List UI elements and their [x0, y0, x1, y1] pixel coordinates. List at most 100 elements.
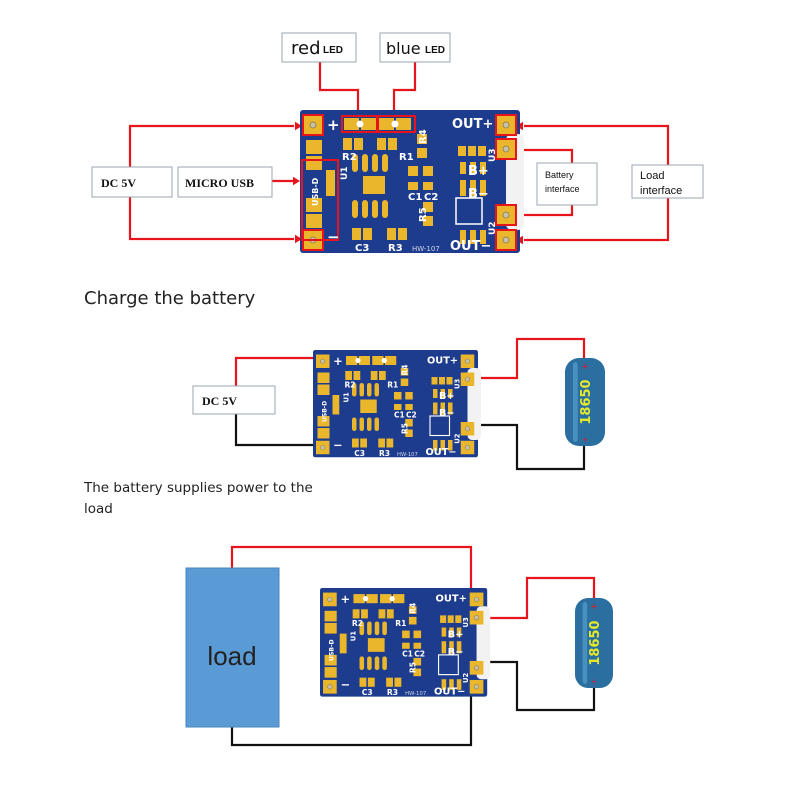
battery-plus-mark: + [582, 361, 588, 373]
label-b-plus: B+ [439, 391, 455, 402]
led-dot [389, 595, 395, 602]
smd-pad [423, 182, 433, 190]
label-usb: USB-D [329, 639, 336, 661]
dc-5v-box [91, 166, 173, 198]
smd-pad [361, 609, 368, 619]
smd-pad [441, 679, 447, 690]
smd-pad [352, 438, 359, 448]
red-led-suffix: LED [323, 45, 343, 56]
ic-lead [352, 417, 357, 431]
led-dot [391, 120, 399, 128]
ic-lead [352, 200, 358, 218]
smd-pad [405, 429, 413, 437]
led-dot [381, 357, 387, 364]
pad-hole [473, 665, 480, 671]
smd-pad [480, 162, 486, 174]
pad-hole [464, 358, 471, 364]
label-b-minus: B− [448, 647, 464, 658]
pad-hole [473, 684, 480, 690]
smd-pad [413, 642, 422, 649]
smd-pad [387, 228, 396, 240]
led-pad [379, 118, 394, 130]
label-r5: R5 [409, 662, 418, 673]
label-u1: U1 [350, 631, 358, 642]
pad-hole [464, 376, 471, 382]
battery-interface-line1: Battery [545, 170, 574, 180]
led-pad [358, 356, 370, 365]
ic-lead [382, 154, 388, 172]
micro-usb-box [177, 166, 273, 198]
smd-pad [324, 654, 337, 666]
smd-pad [408, 606, 417, 614]
label-u1: U1 [342, 392, 350, 402]
load-label: load [207, 641, 256, 671]
pad-hole [309, 121, 317, 129]
smd-pad [417, 134, 427, 144]
label-u3: U3 [488, 148, 498, 162]
blue-led-label-box [379, 32, 451, 63]
smd-pad [317, 428, 330, 439]
ic-lead [359, 383, 364, 397]
label-usb: USB-D [311, 177, 320, 206]
ic-outline [455, 197, 483, 225]
smd-pad [394, 392, 402, 400]
label-c3: C3 [362, 688, 373, 697]
label-r4: R4 [418, 129, 429, 144]
smd-pad [367, 677, 375, 687]
blue-led-pointer [392, 62, 417, 112]
dc-5v-label: DC 5V [101, 176, 136, 190]
battery-interface-line2: interface [545, 184, 580, 194]
smd-pad [388, 138, 397, 150]
chip-pad [367, 638, 385, 652]
led-pad [344, 118, 359, 130]
charge-battery-plus-wire [462, 337, 586, 380]
smd-pad [468, 146, 476, 156]
led-pad [346, 356, 358, 365]
label-model: HW-107 [405, 691, 426, 697]
smd-pad [449, 641, 454, 654]
smd-pad [423, 202, 433, 212]
label-minus: − [341, 677, 351, 691]
smd-pad [440, 615, 447, 623]
smd-pad [441, 627, 447, 637]
pad-hole [502, 211, 510, 219]
label-c2: C2 [406, 411, 417, 420]
smd-pad [433, 440, 438, 451]
smd-pad [343, 138, 352, 150]
led-dot [356, 120, 364, 128]
smd-pad [306, 156, 322, 170]
smd-pad [324, 610, 337, 622]
smd-pad [386, 677, 393, 687]
smd-pad [386, 438, 394, 448]
smd-pad [377, 138, 386, 150]
ic-lead [382, 656, 387, 671]
smd-pad [363, 228, 372, 240]
pad-hole [464, 444, 471, 451]
ic-lead [359, 417, 364, 431]
pad-hole [502, 145, 510, 153]
label-u2: U2 [462, 672, 470, 683]
label-plus: + [333, 355, 342, 368]
label-c3: C3 [354, 449, 365, 458]
ic-lead [374, 383, 379, 397]
smd-pad [405, 419, 413, 427]
led-pad [372, 356, 384, 365]
smd-pad [470, 162, 476, 174]
led-dot [362, 595, 369, 602]
label-u3: U3 [462, 617, 470, 628]
smd-pad [317, 384, 330, 395]
load-minus-wire [230, 685, 473, 747]
label-r2: R2 [342, 152, 357, 163]
label-minus: − [327, 228, 340, 246]
smd-pad [441, 641, 447, 654]
ic-lead [367, 656, 372, 671]
smd-pad [417, 148, 427, 158]
smd-pad [386, 609, 394, 619]
smd-pad [394, 404, 402, 410]
led-pad [392, 594, 405, 604]
label-c1: C1 [402, 649, 413, 658]
smd-pad [317, 416, 330, 427]
